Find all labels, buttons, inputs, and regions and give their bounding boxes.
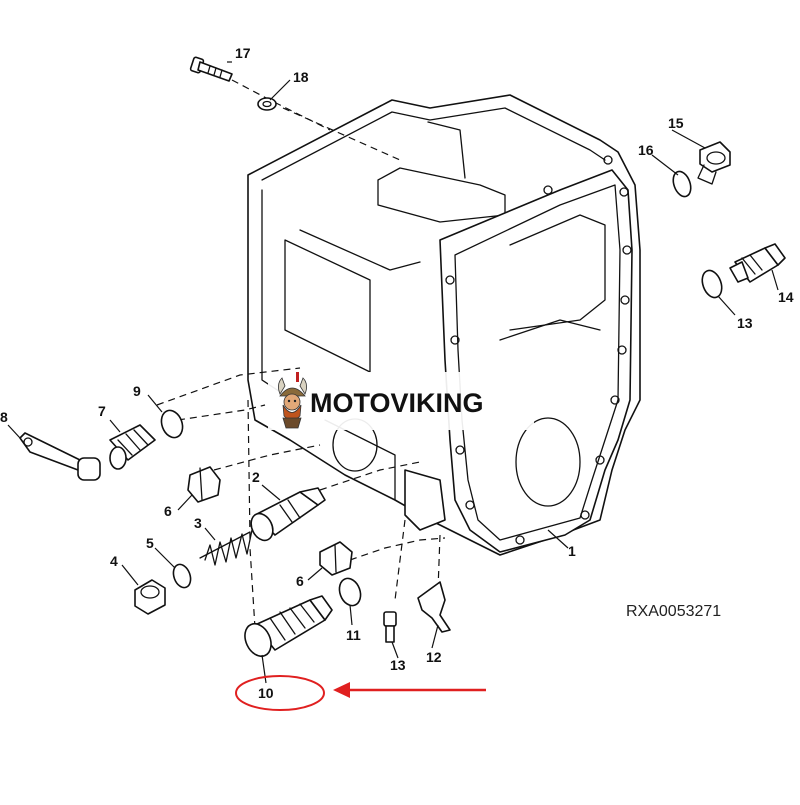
- drawing-code: RXA0053271: [626, 603, 721, 620]
- leader-lines: [7, 61, 779, 684]
- bearing-bore: [515, 417, 581, 507]
- callout-2: 2: [252, 469, 260, 485]
- spring-part-3[interactable]: [199, 529, 253, 566]
- callout-6-upper: 6: [164, 503, 172, 519]
- callout-7: 7: [98, 403, 106, 419]
- brand-watermark: MOTOVIKING: [268, 372, 534, 430]
- plug-part-6-upper[interactable]: [187, 466, 221, 503]
- highlight-marker: [235, 675, 486, 711]
- lever-part-9[interactable]: [19, 432, 101, 481]
- callout-15: 14: [778, 289, 794, 305]
- plug-part-6-lower[interactable]: [319, 541, 353, 576]
- bracket-part-12[interactable]: [417, 581, 451, 633]
- plug-part-4[interactable]: [134, 579, 166, 615]
- o-ring-part-5[interactable]: [170, 562, 193, 590]
- callout-labels: 17 18 15 16 14 13 8 7 9 6 2 3 4 5 6 11 1…: [0, 45, 794, 701]
- valve-cartridge-part-10[interactable]: [240, 595, 333, 660]
- viking-mascot-icon: [278, 372, 307, 429]
- callout-12: 12: [426, 649, 442, 665]
- flange-bolt-holes: [445, 155, 632, 545]
- callout-18: 17: [235, 45, 251, 61]
- callout-16: 15: [668, 115, 684, 131]
- valve-spool-part-2[interactable]: [247, 487, 326, 544]
- o-ring-part-8[interactable]: [158, 407, 186, 440]
- o-ring-part-14[interactable]: [699, 268, 725, 300]
- callout-10: 10: [258, 685, 274, 701]
- callout-3: 3: [194, 515, 202, 531]
- callout-6-lower: 6: [296, 573, 304, 589]
- screw-part-13[interactable]: [383, 611, 397, 643]
- washer-part-19[interactable]: [257, 97, 277, 111]
- transmission-housing: [247, 94, 641, 556]
- callout-9: 8: [0, 409, 8, 425]
- bolt-part-18[interactable]: [189, 56, 233, 82]
- callout-19: 18: [293, 69, 309, 85]
- sensor-part-15[interactable]: [729, 243, 786, 283]
- callout-11: 11: [346, 627, 361, 643]
- callout-5: 5: [146, 535, 154, 551]
- plug-part-16[interactable]: [697, 141, 731, 185]
- callout-1: 1: [568, 543, 576, 559]
- o-ring-part-17[interactable]: [670, 169, 694, 199]
- fitting-part-7[interactable]: [109, 424, 156, 470]
- o-ring-part-11[interactable]: [336, 575, 364, 608]
- callout-17: 16: [638, 142, 654, 158]
- callout-4: 4: [110, 553, 118, 569]
- callout-14: 13: [737, 315, 753, 331]
- callout-8: 9: [133, 383, 141, 399]
- brand-name: MOTOVIKING: [310, 388, 484, 418]
- callout-13: 13: [390, 657, 406, 673]
